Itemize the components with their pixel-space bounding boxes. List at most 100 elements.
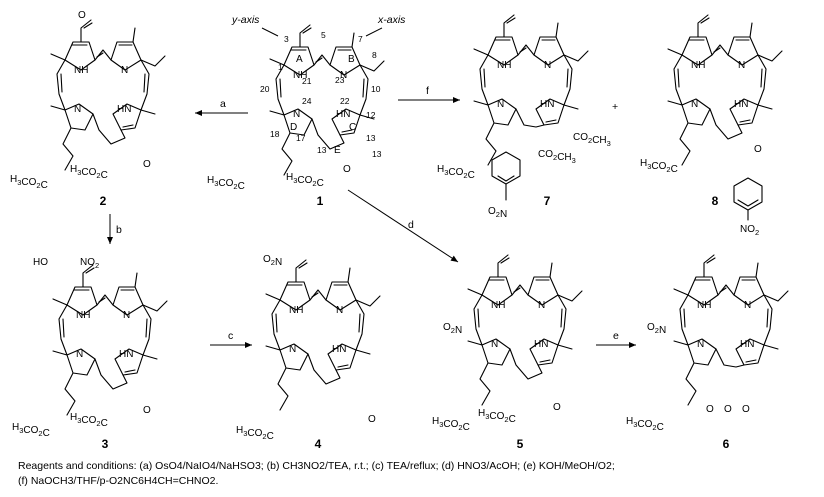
anhydride-o-6a: O (706, 404, 714, 415)
nitro-5: O2N (443, 322, 462, 336)
ester-4: H3CO2C (236, 425, 274, 442)
atom-number-n8: 8 (372, 50, 377, 60)
nh-ring-a: NH (691, 60, 705, 71)
arrow-c-label: c (228, 330, 233, 342)
anhydride-o-6-ring: O (724, 404, 732, 415)
hn-ring-c: HN (540, 99, 554, 110)
carbonyl-o-1: O (343, 164, 351, 175)
reagents-caption: Reagents and conditions: (a) OsO4/NaIO4/… (18, 459, 808, 489)
compound-8-label: 8 (712, 194, 719, 208)
n-ring-d: N (74, 104, 81, 115)
atom-number-n24: 24 (302, 96, 312, 106)
arrow-a-label: a (220, 98, 226, 110)
arrow-b (107, 214, 113, 244)
arrow-f-label: f (426, 85, 429, 97)
n-ring-b: N (340, 70, 347, 81)
nh-ring-a: NH (697, 300, 711, 311)
hn-ring-c: HN (117, 104, 131, 115)
ring-letter-b: B (348, 54, 355, 65)
ester-7-b: CO2CH3 (538, 149, 576, 165)
n-ring-b: N (544, 60, 551, 71)
n-ring-b: N (744, 300, 751, 311)
n-ring-b: N (121, 65, 128, 76)
y-axis-label: y-axis (231, 14, 260, 26)
nh-ring-a: NH (74, 65, 88, 76)
nitro-8: NO2 (740, 224, 759, 237)
compound-1-label: 1 (317, 194, 324, 208)
atom-number-n17: 17 (296, 133, 306, 143)
compound-7-label: 7 (544, 194, 551, 208)
arrow-a (195, 110, 248, 116)
ester-5-right: H3CO2C (478, 408, 516, 425)
ester-7-a: CO2CH3 (573, 132, 611, 148)
nh-ring-a: NH (76, 310, 90, 321)
arrow-e-label: e (613, 330, 619, 342)
hn-ring-c: HN (534, 339, 548, 350)
ring-letter-a: A (296, 54, 303, 65)
n-ring-d: N (497, 99, 504, 110)
hn-ring-c: HN (332, 344, 346, 355)
atom-number-n23: 23 (335, 75, 345, 85)
ester-1-left: H3CO2C (207, 175, 245, 192)
aldehyde-o-2: O (78, 10, 86, 21)
atom-number-n12: 12 (366, 110, 376, 120)
ester-8: H3CO2C (640, 158, 678, 175)
arrow-e (596, 342, 636, 348)
atom-number-n13: 13 (366, 133, 376, 143)
ester-6: H3CO2C (626, 416, 664, 433)
compound-5-label: 5 (517, 437, 524, 451)
compound-6-label: 6 (723, 437, 730, 451)
ester-3-right: H3CO2C (70, 412, 108, 429)
arrow-f (398, 97, 460, 103)
atom-number-n13_1: 13 (372, 149, 382, 159)
compound-2-label: 2 (100, 194, 107, 208)
ester-2-right: H3CO2C (70, 164, 108, 181)
arrow-b-label: b (116, 224, 122, 236)
ester-1-right: H3CO2C (286, 172, 324, 189)
nh-ring-a: NH (497, 60, 511, 71)
nh-ring-a: NH (289, 305, 303, 316)
n-ring-d: N (697, 339, 704, 350)
x-axis-label: x-axis (377, 14, 406, 26)
carbonyl-o-5: O (553, 402, 561, 413)
hn-ring-c: HN (119, 349, 133, 360)
atom-number-n22: 22 (340, 96, 350, 106)
n-ring-d: N (691, 99, 698, 110)
ester-3-left: H3CO2C (12, 422, 50, 439)
ester-5-left: H3CO2C (432, 416, 470, 433)
n-ring-b: N (123, 310, 130, 321)
ring-letter-c: C (349, 122, 356, 133)
n-ring-d: N (491, 339, 498, 350)
hn-ring-c: HN (336, 109, 350, 120)
ester-2-left: H3CO2C (10, 174, 48, 191)
nitro-7: O2N (488, 206, 507, 220)
nitro-3: NO2 (80, 257, 99, 270)
atom-number-n10: 10 (371, 84, 381, 94)
compound-4-label: 4 (315, 437, 322, 451)
n-ring-b: N (738, 60, 745, 71)
nitro-6: O2N (647, 322, 666, 336)
n-ring-b: N (336, 305, 343, 316)
arrow-d-label: d (408, 219, 414, 231)
carbonyl-o-2: O (143, 159, 151, 170)
nitro-4: O2N (263, 254, 282, 268)
n-ring-d: N (293, 109, 300, 120)
caption-line-2: (f) NaOCH3/THF/p-O2NC6H4CH=CHNO2. (18, 475, 219, 487)
n-ring-d: N (76, 349, 83, 360)
atom-number-n13_2: 13 (317, 145, 327, 155)
atom-number-n5: 5 (321, 30, 326, 40)
ester-7-left: H3CO2C (437, 164, 475, 181)
arrow-c (210, 342, 252, 348)
ring-letter-e: E (334, 145, 341, 156)
atom-number-n1: 1 (278, 62, 283, 72)
carbonyl-o-3: O (143, 405, 151, 416)
